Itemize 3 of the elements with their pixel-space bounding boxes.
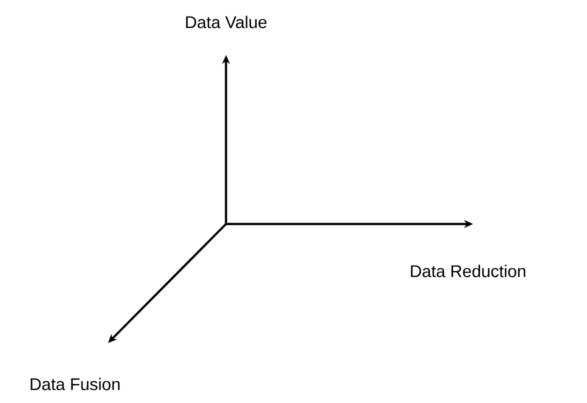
axis-label: Data Fusion	[30, 378, 120, 390]
axis-label: Data Value	[186, 16, 267, 28]
axis-label: Data Reduction	[411, 264, 526, 278]
